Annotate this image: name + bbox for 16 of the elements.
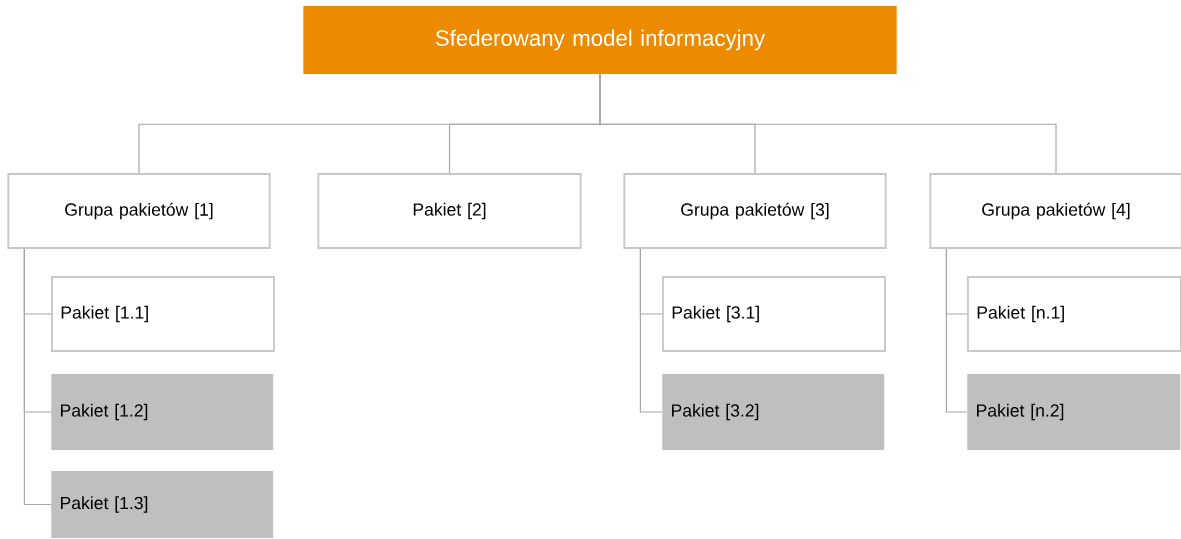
package-box: Pakiet [n.2] <box>967 374 1181 450</box>
title-box: Sfederowany model informacyjny <box>303 6 897 74</box>
connector-line <box>599 73 1057 174</box>
package-box: Pakiet [3.2] <box>662 374 885 450</box>
package-box: Pakiet [1.2] <box>51 374 274 450</box>
package-box: Grupa pakietów [4] <box>929 173 1181 249</box>
connector-line <box>23 248 52 506</box>
package-box: Pakiet [2] <box>317 173 582 249</box>
connector-line <box>945 248 968 413</box>
package-box: Grupa pakietów [1] <box>7 173 271 249</box>
package-box: Pakiet [3.1] <box>662 276 886 352</box>
package-box: Pakiet [1.1] <box>51 276 275 352</box>
package-box: Pakiet [1.3] <box>51 471 274 538</box>
package-box: Grupa pakietów [3] <box>623 173 887 249</box>
connector-line <box>639 248 663 413</box>
package-box: Pakiet [n.1] <box>967 276 1181 352</box>
